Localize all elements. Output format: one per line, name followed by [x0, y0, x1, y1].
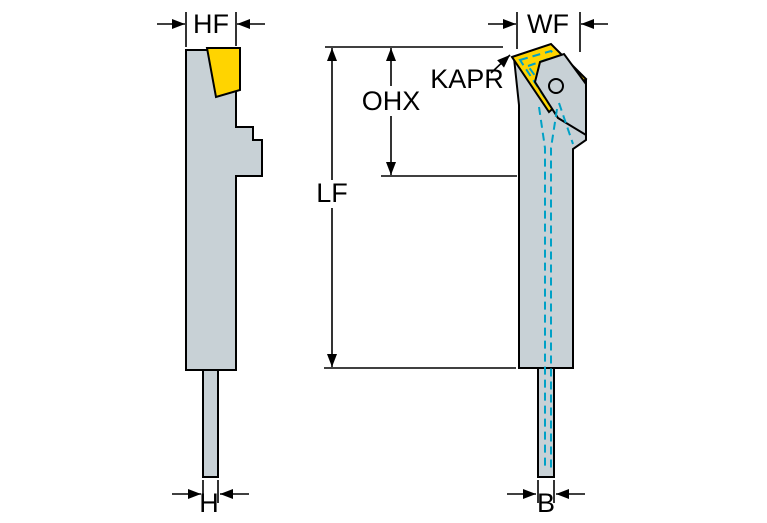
b-dimension: B — [507, 480, 585, 518]
insert-side — [205, 47, 241, 99]
coolant-channel-left — [538, 106, 546, 470]
side-view: HF H — [157, 9, 265, 518]
hf-dimension: HF — [157, 9, 265, 47]
ohx-dimension: OHX — [362, 48, 421, 175]
h-dimension: H — [172, 480, 249, 518]
toolholder-body-side — [185, 49, 263, 371]
kapr-annotation: KAPR — [430, 54, 511, 94]
ohx-label: OHX — [362, 86, 421, 116]
wf-label: WF — [527, 9, 569, 39]
front-view: WF LF OHX KAPR — [316, 9, 608, 518]
clamp — [533, 52, 587, 137]
kapr-leader-arrow — [490, 54, 511, 74]
hf-label: HF — [193, 9, 229, 39]
lf-label: LF — [316, 178, 348, 208]
insert-screw — [548, 78, 564, 94]
h-label: H — [199, 488, 219, 518]
shank-side — [202, 369, 219, 478]
lf-dimension: LF — [316, 48, 348, 367]
coolant-channel-right — [550, 108, 558, 470]
coolant-channel-branch — [558, 102, 574, 145]
side-view-gray-parts — [185, 49, 263, 478]
wf-dimension: WF — [488, 9, 608, 52]
kapr-label: KAPR — [430, 64, 504, 94]
b-label: B — [537, 488, 555, 518]
